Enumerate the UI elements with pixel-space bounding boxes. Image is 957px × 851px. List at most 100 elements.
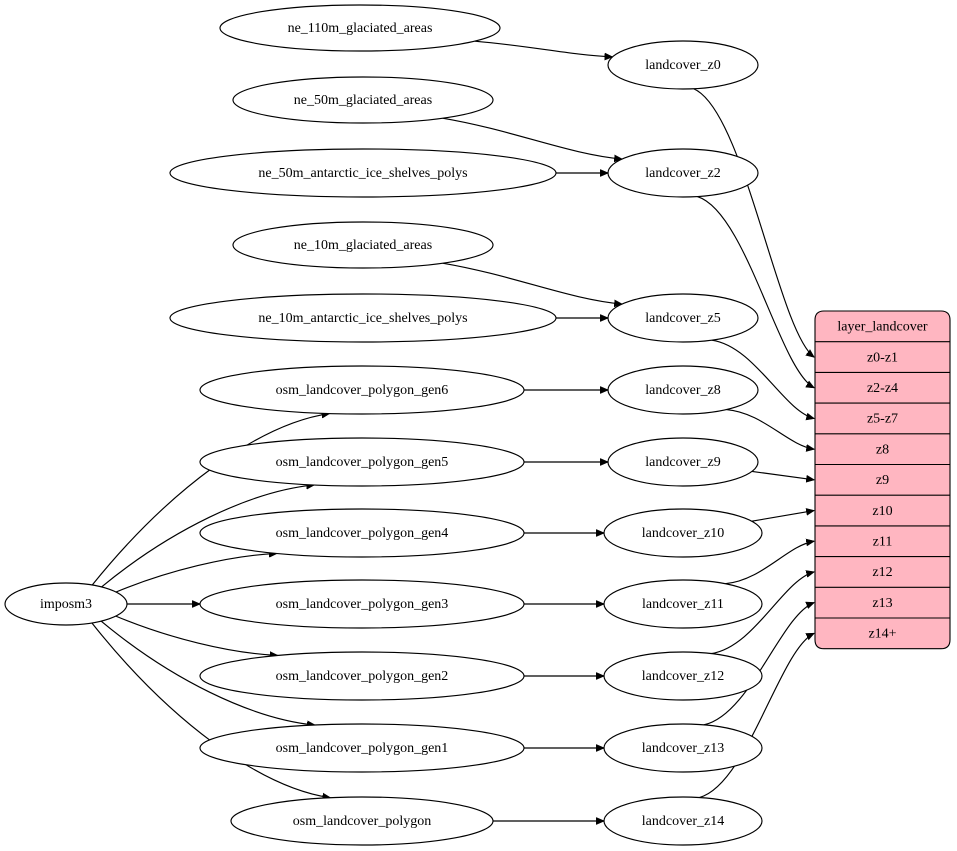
node-ne_110m_glaciated_areas[interactable]: ne_110m_glaciated_areas <box>219 4 501 52</box>
table-row-label[interactable]: z9 <box>876 473 889 488</box>
node-shape-ne_110m_glaciated_areas <box>219 4 501 52</box>
node-landcover_z0[interactable]: landcover_z0 <box>607 40 759 90</box>
node-shape-landcover_z2 <box>607 148 759 198</box>
table-row-label[interactable]: z11 <box>873 534 893 549</box>
node-label-ne_10m_glaciated_areas: ne_10m_glaciated_areas <box>294 238 432 253</box>
node-osm_landcover_polygon_gen5[interactable]: osm_landcover_polygon_gen5 <box>199 437 525 487</box>
node-label-landcover_z12: landcover_z12 <box>642 669 724 684</box>
table-layer: layer_landcover z0-z1 z2-z4 z5-z7 z8 z9 z10 z11… <box>814 310 951 650</box>
edge-landcover_z13-to-z13 <box>703 603 814 726</box>
table-row-label[interactable]: z8 <box>876 442 889 457</box>
node-shape-landcover_z10 <box>603 508 763 558</box>
node-label-ne_110m_glaciated_areas: ne_110m_glaciated_areas <box>288 21 433 36</box>
node-osm_landcover_polygon_gen1[interactable]: osm_landcover_polygon_gen1 <box>199 723 525 773</box>
node-shape-landcover_z0 <box>607 40 759 90</box>
node-label-landcover_z8: landcover_z8 <box>645 383 720 398</box>
node-osm_landcover_polygon[interactable]: osm_landcover_polygon <box>230 796 494 846</box>
node-osm_landcover_polygon_gen2[interactable]: osm_landcover_polygon_gen2 <box>199 651 525 701</box>
table-row-label[interactable]: z0-z1 <box>867 350 898 365</box>
node-label-landcover_z11: landcover_z11 <box>642 597 724 612</box>
node-label-osm_landcover_polygon_gen6: osm_landcover_polygon_gen6 <box>276 383 449 398</box>
node-ne_10m_antarctic_ice_shelves_polys[interactable]: ne_10m_antarctic_ice_shelves_polys <box>169 293 557 343</box>
node-landcover_z13[interactable]: landcover_z13 <box>603 723 763 773</box>
node-ne_50m_antarctic_ice_shelves_polys[interactable]: ne_50m_antarctic_ice_shelves_polys <box>169 148 557 198</box>
node-shape-landcover_z13 <box>603 723 763 773</box>
table-header-label: layer_landcover <box>837 320 928 335</box>
node-label-imposm3: imposm3 <box>40 597 92 612</box>
nodes-layer: ne_110m_glaciated_areas ne_50m_glaciated_… <box>4 4 763 846</box>
node-shape-ne_50m_glaciated_areas <box>232 76 494 124</box>
edge-imposm3-to-osm_landcover_polygon_gen2 <box>115 615 278 655</box>
edge-imposm3-to-osm_landcover_polygon_gen1 <box>100 620 315 725</box>
table-row-label[interactable]: z2-z4 <box>867 381 898 396</box>
layer-landcover-table <box>814 310 951 650</box>
node-label-osm_landcover_polygon_gen5: osm_landcover_polygon_gen5 <box>276 455 449 470</box>
node-osm_landcover_polygon_gen6[interactable]: osm_landcover_polygon_gen6 <box>199 365 525 415</box>
edge-imposm3-to-osm_landcover_polygon <box>91 622 330 798</box>
node-label-landcover_z13: landcover_z13 <box>642 741 724 756</box>
node-shape-ne_50m_antarctic_ice_shelves_polys <box>169 148 557 198</box>
node-label-ne_50m_antarctic_ice_shelves_polys: ne_50m_antarctic_ice_shelves_polys <box>258 166 467 181</box>
node-shape-osm_landcover_polygon_gen4 <box>199 508 525 558</box>
edge-landcover_z0-to-z0-z1 <box>693 88 814 357</box>
node-label-landcover_z0: landcover_z0 <box>645 58 720 73</box>
node-label-ne_50m_glaciated_areas: ne_50m_glaciated_areas <box>294 93 432 108</box>
node-shape-osm_landcover_polygon_gen3 <box>199 579 525 629</box>
edge-landcover_z5-to-z5-z7 <box>711 339 814 418</box>
node-label-osm_landcover_polygon: osm_landcover_polygon <box>293 814 431 829</box>
node-label-landcover_z14: landcover_z14 <box>642 814 724 829</box>
edge-landcover_z8-to-z8 <box>726 409 814 450</box>
node-label-osm_landcover_polygon_gen4: osm_landcover_polygon_gen4 <box>276 526 449 541</box>
edge-landcover_z2-to-z2-z4 <box>697 196 814 388</box>
node-label-ne_10m_antarctic_ice_shelves_polys: ne_10m_antarctic_ice_shelves_polys <box>258 311 467 326</box>
edge-landcover_z10-to-z10 <box>751 511 814 522</box>
node-shape-osm_landcover_polygon_gen1 <box>199 723 525 773</box>
table-row-label[interactable]: z14+ <box>868 627 896 642</box>
edge-landcover_z9-to-z9 <box>751 470 814 479</box>
node-shape-landcover_z8 <box>607 365 759 415</box>
node-label-osm_landcover_polygon_gen2: osm_landcover_polygon_gen2 <box>276 669 449 684</box>
node-landcover_z8[interactable]: landcover_z8 <box>607 365 759 415</box>
table-row-label[interactable]: z10 <box>872 504 892 519</box>
table-row-label[interactable]: z13 <box>872 596 892 611</box>
edge-ne_50m_glaciated_areas-to-landcover_z2 <box>442 117 622 159</box>
table-row-label[interactable]: z12 <box>872 565 892 580</box>
edge-ne_10m_glaciated_areas-to-landcover_z5 <box>442 262 622 304</box>
node-imposm3[interactable]: imposm3 <box>4 582 128 626</box>
node-label-osm_landcover_polygon_gen1: osm_landcover_polygon_gen1 <box>276 741 449 756</box>
node-landcover_z9[interactable]: landcover_z9 <box>607 437 759 487</box>
node-shape-ne_10m_glaciated_areas <box>232 221 494 269</box>
node-shape-osm_landcover_polygon <box>230 796 494 846</box>
node-landcover_z11[interactable]: landcover_z11 <box>603 579 763 629</box>
node-shape-osm_landcover_polygon_gen2 <box>199 651 525 701</box>
node-landcover_z14[interactable]: landcover_z14 <box>603 796 763 846</box>
node-landcover_z12[interactable]: landcover_z12 <box>603 651 763 701</box>
node-shape-landcover_z14 <box>603 796 763 846</box>
node-shape-osm_landcover_polygon_gen5 <box>199 437 525 487</box>
node-ne_10m_glaciated_areas[interactable]: ne_10m_glaciated_areas <box>232 221 494 269</box>
node-landcover_z5[interactable]: landcover_z5 <box>607 293 759 343</box>
node-shape-landcover_z11 <box>603 579 763 629</box>
table-row-label[interactable]: z5-z7 <box>867 412 898 427</box>
node-shape-landcover_z5 <box>607 293 759 343</box>
node-shape-ne_10m_antarctic_ice_shelves_polys <box>169 293 557 343</box>
edge-imposm3-to-osm_landcover_polygon_gen5 <box>101 485 315 588</box>
edge-landcover_z12-to-z12 <box>711 572 814 655</box>
node-osm_landcover_polygon_gen4[interactable]: osm_landcover_polygon_gen4 <box>199 508 525 558</box>
node-shape-landcover_z9 <box>607 437 759 487</box>
node-ne_50m_glaciated_areas[interactable]: ne_50m_glaciated_areas <box>232 76 494 124</box>
node-landcover_z2[interactable]: landcover_z2 <box>607 148 759 198</box>
edge-imposm3-to-osm_landcover_polygon_gen4 <box>115 553 277 593</box>
node-shape-landcover_z12 <box>603 651 763 701</box>
edge-imposm3-to-osm_landcover_polygon_gen6 <box>91 414 329 586</box>
node-osm_landcover_polygon_gen3[interactable]: osm_landcover_polygon_gen3 <box>199 579 525 629</box>
node-shape-imposm3 <box>4 582 128 626</box>
edge-ne_110m_glaciated_areas-to-landcover_z0 <box>474 40 613 57</box>
node-shape-osm_landcover_polygon_gen6 <box>199 365 525 415</box>
node-label-osm_landcover_polygon_gen3: osm_landcover_polygon_gen3 <box>276 597 449 612</box>
edge-landcover_z14-to-z14+ <box>699 632 814 799</box>
node-landcover_z10[interactable]: landcover_z10 <box>603 508 763 558</box>
node-label-landcover_z10: landcover_z10 <box>642 526 724 541</box>
